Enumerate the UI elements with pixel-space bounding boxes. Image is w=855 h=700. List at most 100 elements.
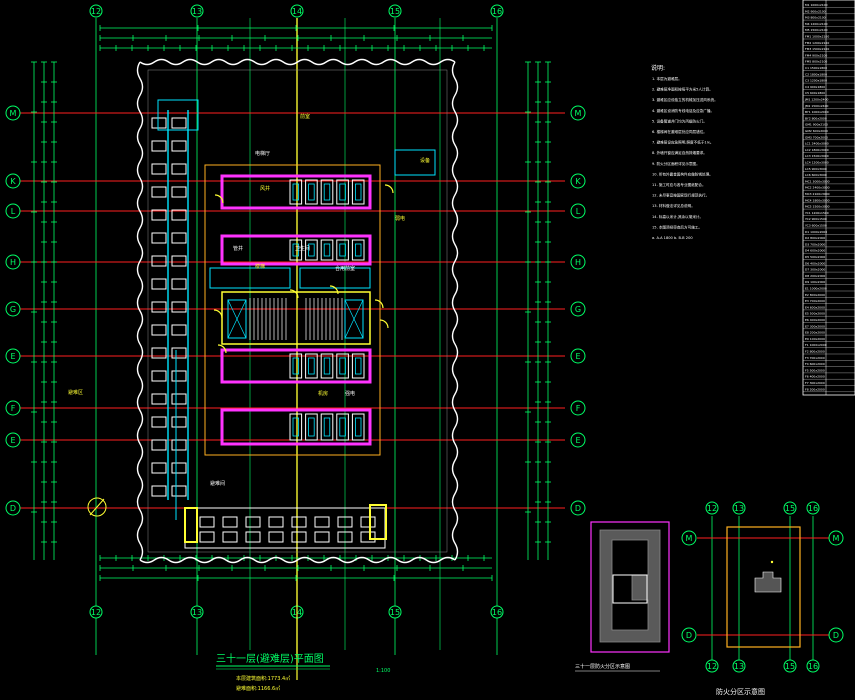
mini2-axis-top: 13 <box>732 501 746 515</box>
axis-label: 15 <box>390 608 400 617</box>
bottom-fixture <box>291 531 307 543</box>
refuge-area-label: 避难区 <box>68 389 83 396</box>
axis-label: H <box>575 258 581 267</box>
schedule-row: D4 600x2000 <box>805 249 825 253</box>
equipment-inner <box>323 243 331 257</box>
schedule-row: E3 700x2000 <box>805 299 825 303</box>
door-swing <box>214 194 224 204</box>
bottom-fixture <box>314 516 330 528</box>
notes-line: 2. 避难层净面积按每平方米5人计算。 <box>652 87 713 92</box>
notes-line: 11. 施工时应与各专业图纸配合。 <box>652 182 706 187</box>
schedule-row: E1 1000x2000 <box>805 287 827 291</box>
axis-label: 12 <box>91 608 101 617</box>
axis-label: G <box>575 305 581 314</box>
schedule-row: C2 1800x1800 <box>805 72 827 76</box>
side-room <box>394 149 436 176</box>
fire-compartment-plan: 三十一层防火分区示意图 <box>575 521 670 672</box>
column-box <box>171 186 187 198</box>
axis-bubble-left: G <box>5 301 21 317</box>
column-box <box>151 140 167 152</box>
axis-bubble-right: G <box>570 301 586 317</box>
axis-bubble-top: 12 <box>89 4 103 18</box>
column-box <box>151 416 167 428</box>
axis-bubble-top: 15 <box>388 4 402 18</box>
schedule-row: C4 900x1800 <box>805 85 825 89</box>
schedule-row: D3 700x2000 <box>805 242 825 246</box>
equipment-inner <box>339 417 346 437</box>
schedule-row: E2 800x2000 <box>805 293 825 297</box>
schedule-row: F2 800x2000 <box>805 350 825 354</box>
equipment-box <box>336 353 349 379</box>
schedule-row: MC4 1800x3000 <box>805 198 830 202</box>
bottom-fixture <box>337 516 353 528</box>
column-box <box>171 117 187 129</box>
axis-bubble-right: E <box>570 348 586 364</box>
axis-bubble-top: 13 <box>190 4 204 18</box>
axis-label: L <box>11 207 16 216</box>
axis-bubble-left: F <box>5 400 21 416</box>
axis-label: M <box>10 109 17 118</box>
north-arrow-line <box>89 498 105 516</box>
axis-label: 15 <box>390 7 400 16</box>
equipment-inner <box>339 357 346 375</box>
door-swing <box>329 285 339 295</box>
schedule-row: M4 1200x2100 <box>805 22 828 26</box>
schedule-row: E8 200x2000 <box>805 331 825 335</box>
equipment-inner <box>354 357 362 375</box>
bottom-fixture <box>245 516 261 528</box>
equipment-box <box>320 413 334 441</box>
equipment-inner <box>308 183 315 201</box>
schedule-row: M3 800x2100 <box>805 16 826 20</box>
column-box <box>171 485 187 497</box>
side-room <box>157 99 199 131</box>
schedule-row: BY1 1000x2000 <box>805 110 829 114</box>
schedule-row: GM3 700x2000 <box>805 135 828 139</box>
schedule-row: F8 200x2000 <box>805 387 825 391</box>
schedule-row: M1 1000x2100 <box>805 3 828 7</box>
axis-bubble-top: 16 <box>490 4 504 18</box>
axis-label: 13 <box>192 7 202 16</box>
door-swing <box>217 344 227 354</box>
mini2-marker <box>770 560 774 564</box>
axis-label: 14 <box>292 7 302 16</box>
notes-line: 5. 设备管道井门均为丙级防火门。 <box>652 118 707 123</box>
door-swing <box>379 319 389 329</box>
column-box <box>151 186 167 198</box>
axis-label: D <box>686 631 692 640</box>
equipment-inner <box>308 243 315 257</box>
outline-bottom <box>139 556 456 564</box>
main-drawing-scale: 1:100 <box>376 668 390 674</box>
column-box <box>151 462 167 474</box>
mini2-axis-bottom: 13 <box>732 659 746 673</box>
area-note-2: 避难面积:1166.6㎡ <box>236 685 280 692</box>
schedule-row: F1 1000x2000 <box>805 343 827 347</box>
axis-label: E <box>575 436 580 445</box>
axis-bubble-top: 14 <box>290 4 304 18</box>
north-arrow <box>87 497 107 517</box>
column-box <box>171 163 187 175</box>
bottom-fixture <box>337 531 353 543</box>
column-box <box>171 255 187 267</box>
schedule-row: E5 500x2000 <box>805 312 825 316</box>
elevator-shaft <box>344 299 364 339</box>
schedule-row: E6 400x2000 <box>805 318 825 322</box>
schedule-row: C3 1200x1800 <box>805 79 827 83</box>
axis-bubble-left: K <box>5 173 21 189</box>
bottom-stair <box>184 507 198 543</box>
equipment-box <box>289 413 303 441</box>
schedule-row: YC2 900x1500 <box>805 217 827 221</box>
column-box <box>151 209 167 221</box>
design-notes: 说明:1. 本层为避难层。2. 避难层净面积按每平方米5人计算。3. 避难区应设… <box>651 64 718 240</box>
notes-line: 10. 所有外露金属构件应做防锈处理。 <box>652 171 713 176</box>
schedule-row: F3 700x2000 <box>805 356 825 360</box>
door-swing <box>374 299 384 309</box>
axis-label: K <box>575 177 581 186</box>
schedule-row: E7 300x2000 <box>805 324 825 328</box>
equipment-box <box>336 413 349 441</box>
equipment-inner <box>339 243 346 257</box>
mini2-axis-top: 16 <box>806 501 820 515</box>
notes-line: 8. 外墙开窗应满足自然排烟要求。 <box>652 150 707 155</box>
schedule-row: YC3 600x1500 <box>805 224 827 228</box>
axis-label: 12 <box>91 7 101 16</box>
